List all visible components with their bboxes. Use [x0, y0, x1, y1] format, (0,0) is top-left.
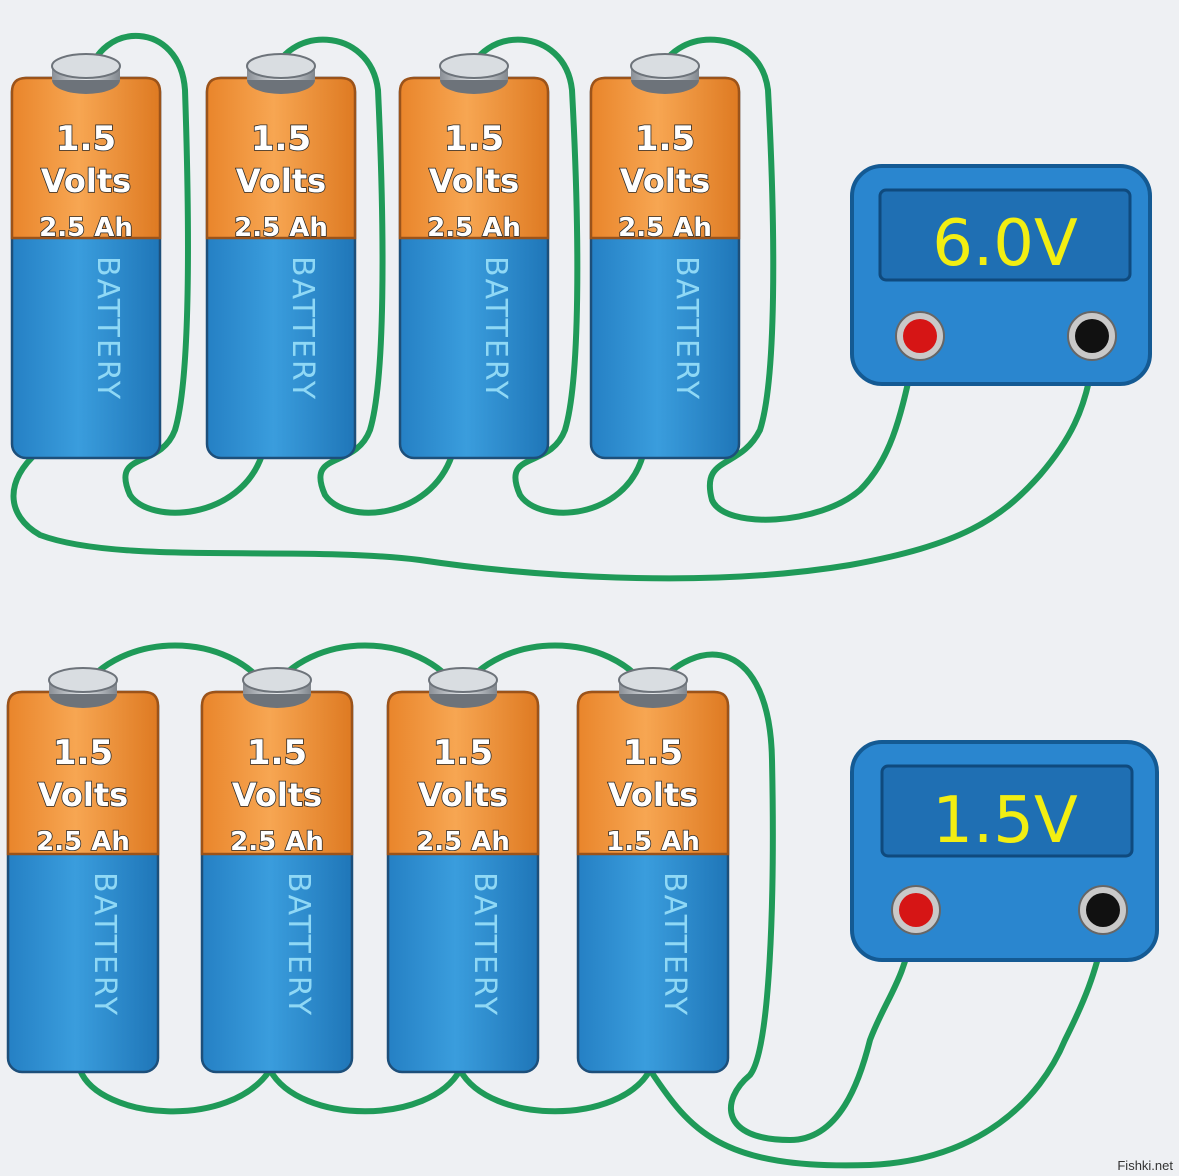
meter-reading-bottom: 1.5V	[932, 784, 1078, 858]
battery-voltage: 1.5	[56, 119, 116, 159]
battery-voltage: 1.5	[433, 733, 493, 773]
battery-side-label: BATTERY	[467, 872, 502, 1017]
watermark: Fishki.net	[1117, 1158, 1173, 1173]
series-wires	[10, 32, 1095, 582]
battery-side-label: BATTERY	[90, 256, 125, 401]
parallel-wires	[77, 642, 1108, 1169]
battery-terminal-icon	[618, 667, 688, 693]
battery-side-label: BATTERY	[669, 256, 704, 401]
battery-voltage: 1.5	[53, 733, 113, 773]
battery-capacity: 2.5 Ah	[416, 827, 510, 857]
battery-terminal-icon	[428, 667, 498, 693]
battery-side-label: BATTERY	[285, 256, 320, 401]
series-meter: 6.0V	[850, 164, 1152, 386]
battery-capacity: 2.5 Ah	[36, 827, 130, 857]
battery-unit: Volts	[38, 776, 128, 814]
positive-terminal-icon	[903, 319, 937, 353]
battery-side-label: BATTERY	[478, 256, 513, 401]
battery-terminal-icon	[246, 53, 316, 79]
battery-terminal-icon	[242, 667, 312, 693]
battery-side-label: BATTERY	[87, 872, 122, 1017]
battery-terminal-icon	[51, 53, 121, 79]
battery-terminal-icon	[439, 53, 509, 79]
battery-side-label: BATTERY	[281, 872, 316, 1017]
battery-capacity: 1.5 Ah	[606, 827, 700, 857]
battery-voltage: 1.5	[635, 119, 695, 159]
negative-terminal-icon	[1075, 319, 1109, 353]
battery-unit: Volts	[429, 162, 519, 200]
battery-side-label: BATTERY	[657, 872, 692, 1017]
battery-voltage: 1.5	[247, 733, 307, 773]
battery-voltage: 1.5	[251, 119, 311, 159]
battery-unit: Volts	[41, 162, 131, 200]
battery-unit: Volts	[608, 776, 698, 814]
battery-voltage: 1.5	[444, 119, 504, 159]
battery-terminal-icon	[48, 667, 118, 693]
negative-terminal-icon	[1086, 893, 1120, 927]
battery-unit: Volts	[236, 162, 326, 200]
parallel-meter: 1.5V	[850, 740, 1159, 962]
battery-voltage: 1.5	[623, 733, 683, 773]
positive-terminal-icon	[899, 893, 933, 927]
battery-capacity: 2.5 Ah	[234, 213, 328, 243]
battery-capacity: 2.5 Ah	[39, 213, 133, 243]
battery-capacity: 2.5 Ah	[618, 213, 712, 243]
battery-unit: Volts	[620, 162, 710, 200]
battery-capacity: 2.5 Ah	[230, 827, 324, 857]
battery-unit: Volts	[232, 776, 322, 814]
battery-terminal-icon	[630, 53, 700, 79]
battery-capacity: 2.5 Ah	[427, 213, 521, 243]
battery-unit: Volts	[418, 776, 508, 814]
meter-reading-top: 6.0V	[932, 207, 1078, 281]
